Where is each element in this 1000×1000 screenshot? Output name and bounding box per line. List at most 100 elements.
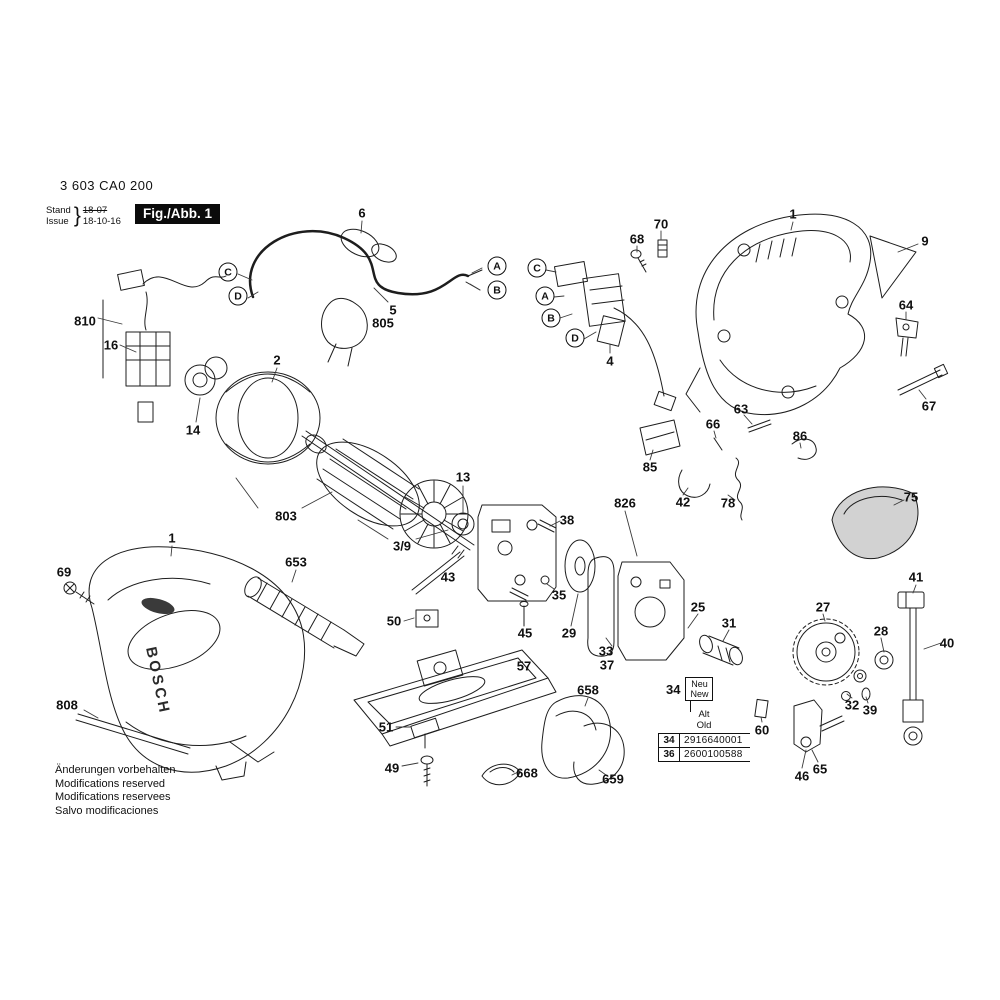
callout-D: D [565, 328, 585, 348]
callout-31: 31 [721, 615, 737, 631]
callout-60: 60 [754, 722, 770, 738]
callout-32: 32 [844, 697, 860, 713]
callout-808: 808 [56, 697, 78, 713]
lever-64 [895, 317, 919, 357]
sleeve-70 [657, 239, 668, 258]
callout-28: 28 [873, 623, 889, 639]
wedge-9 [869, 235, 917, 299]
callout-3-9: 3/9 [392, 538, 412, 554]
old-part-ref: 36 [659, 748, 680, 761]
footer-line-en: Modifications reserved [55, 777, 166, 790]
plunger-653 [244, 576, 365, 657]
callout-63: 63 [733, 401, 749, 417]
screws-51-49 [410, 717, 440, 787]
callout-659: 659 [602, 771, 624, 787]
callout-41: 41 [908, 569, 924, 585]
callout-658: 658 [577, 682, 599, 698]
spring-78 [734, 457, 743, 521]
callout-B: B [487, 280, 507, 300]
neu-label: Neu [691, 679, 708, 689]
washer-29 [564, 539, 596, 593]
callout-37: 37 [599, 657, 615, 673]
wedge-808 [75, 713, 191, 755]
callout-803: 803 [275, 508, 297, 524]
power-cord [248, 228, 483, 367]
neu-connector-line [690, 701, 691, 712]
callout-57: 57 [516, 658, 532, 674]
callout-805: 805 [372, 315, 394, 331]
callout-9: 9 [921, 233, 929, 249]
guide-rod-40-41 [897, 591, 925, 746]
clamp-42 [678, 469, 711, 498]
screw-68 [630, 249, 647, 273]
callout-65: 65 [812, 761, 828, 777]
gear-plate [477, 504, 557, 602]
callout-5: 5 [389, 302, 397, 318]
footer-line-de: Änderungen vorbehalten [55, 764, 176, 776]
rod-43 [411, 551, 465, 595]
rod-67 [897, 363, 949, 396]
old-part-ref: 34 [659, 734, 680, 747]
callout-668: 668 [516, 765, 538, 781]
callout-46: 46 [794, 768, 810, 784]
callout-653: 653 [285, 554, 307, 570]
callout-50: 50 [386, 613, 402, 629]
footer-line-fr: Modifications reservees [55, 791, 171, 803]
callout-A: A [535, 286, 555, 306]
old-part-number: 2916640001 [684, 735, 743, 746]
bracket-plate-25 [617, 561, 685, 661]
callout-35: 35 [551, 587, 567, 603]
new-label: New [690, 689, 709, 699]
old-part-row: 34 2916640001 [659, 734, 750, 747]
stator [215, 371, 321, 465]
old-table-header: Alt Old [658, 709, 750, 731]
callout-51: 51 [378, 719, 394, 735]
callout-78: 78 [720, 495, 736, 511]
callout-43: 43 [440, 569, 456, 585]
bearing-13 [451, 512, 475, 536]
callout-68: 68 [629, 231, 645, 247]
leader-lines [83, 220, 942, 776]
washer-stack-14 [184, 356, 228, 396]
callout-39: 39 [862, 702, 878, 718]
housing-right [685, 213, 872, 416]
modifications-note: Änderungen vorbehalten Modifications res… [55, 764, 175, 818]
callout-75: 75 [903, 489, 919, 505]
gear-27 [792, 618, 860, 686]
neu-new-box: Neu New [685, 677, 714, 701]
callout-67: 67 [921, 398, 937, 414]
callout-66: 66 [705, 416, 721, 432]
switch-assembly-4 [553, 261, 677, 412]
small-parts-45-35 [519, 575, 550, 627]
clip-86 [791, 438, 817, 460]
callout-13: 13 [455, 469, 471, 485]
part-number: 3 603 CA0 200 [60, 178, 154, 193]
callout-27: 27 [815, 599, 831, 615]
alt-label: Alt [698, 709, 710, 720]
switch-wiring-left [102, 269, 227, 423]
callout-33: 33 [598, 643, 614, 659]
callout-D: D [228, 286, 248, 306]
new-part-ref: 34 [666, 681, 681, 697]
callout-1: 1 [168, 530, 176, 546]
stand-label: Stand [46, 204, 71, 216]
revision-brace: } [73, 204, 81, 227]
new-issue-value: 18-10-16 [82, 216, 121, 227]
old-part-table: Alt Old 34 2916640001 36 2600100588 [658, 709, 750, 762]
roller-pin-31 [699, 634, 743, 666]
callout-29: 29 [561, 625, 577, 641]
plate-33-37 [587, 556, 615, 657]
footplate-57 [353, 649, 557, 747]
figure-label: Fig./Abb. 1 [135, 204, 220, 224]
callout-810: 810 [74, 313, 96, 329]
roller-lever-46-65 [793, 699, 845, 753]
callout-49: 49 [384, 760, 400, 776]
callout-38: 38 [559, 512, 575, 528]
callout-14: 14 [185, 422, 201, 438]
callout-69: 69 [56, 564, 72, 580]
insert-668 [481, 763, 521, 786]
clip-60 [754, 698, 769, 719]
callout-16: 16 [103, 337, 119, 353]
